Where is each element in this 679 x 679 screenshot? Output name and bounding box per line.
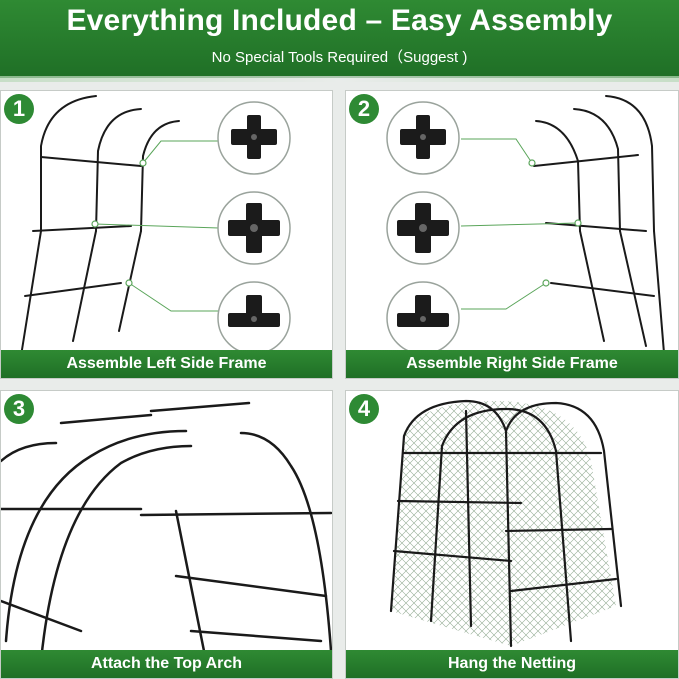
frame-pole [653, 230, 665, 354]
corner-connector-icon [397, 295, 449, 327]
left-frame-illustration [20, 95, 291, 357]
arch [239, 431, 332, 653]
step-3-badge: 3 [4, 394, 34, 424]
header-banner: Everything Included – Easy Assembly No S… [0, 0, 679, 82]
frame-pole [40, 95, 97, 232]
frame-pole [605, 95, 655, 232]
frame-pole [573, 108, 621, 232]
frame-arch [429, 407, 573, 643]
frame-bar [550, 282, 655, 297]
step-4-caption: Hang the Netting [346, 650, 678, 678]
top-bar [149, 401, 251, 413]
step-1-caption: Assemble Left Side Frame [1, 350, 332, 378]
step-3-caption: Attach the Top Arch [1, 650, 332, 678]
top-arch-illustration [1, 401, 332, 663]
corner-connector-icon [228, 295, 280, 327]
frame-bar [545, 222, 647, 232]
step-3-panel: 3 Attach the Top Arch [0, 390, 333, 679]
step-4-badge: 4 [349, 394, 379, 424]
frame-pole [579, 230, 605, 342]
cross-connector-icon [228, 203, 280, 253]
step-1-badge: 1 [4, 94, 34, 124]
netting-illustration [389, 399, 623, 648]
frame-pole [619, 230, 647, 347]
frame-bar [24, 282, 122, 297]
frame-pole [140, 120, 180, 232]
t-connector-icon [231, 115, 277, 159]
frame-bar [533, 154, 639, 167]
top-bar [59, 413, 153, 425]
frame-arch [504, 401, 623, 608]
step-2-panel: 2 [345, 90, 679, 379]
page-title: Everything Included – Easy Assembly [66, 4, 613, 37]
page-subtitle: No Special Tools Required（Suggest ) [211, 49, 468, 66]
step-4-panel: 4 Hang the Netting [345, 390, 679, 679]
arch [39, 444, 193, 663]
frame-pole [20, 230, 42, 357]
cross-connector-icon [397, 203, 449, 253]
arch [4, 429, 188, 643]
frame-arch [389, 399, 513, 648]
frame-bar [40, 156, 142, 167]
frame-pole [95, 108, 142, 232]
frame-bar [32, 225, 132, 232]
frame-pole [72, 230, 97, 342]
step-2-badge: 2 [349, 94, 379, 124]
arch [1, 441, 58, 463]
right-frame-illustration [386, 95, 665, 355]
step-2-caption: Assemble Right Side Frame [346, 350, 678, 378]
step-1-panel: 1 [0, 90, 333, 379]
t-connector-icon [400, 115, 446, 159]
frame-pole [535, 120, 581, 232]
